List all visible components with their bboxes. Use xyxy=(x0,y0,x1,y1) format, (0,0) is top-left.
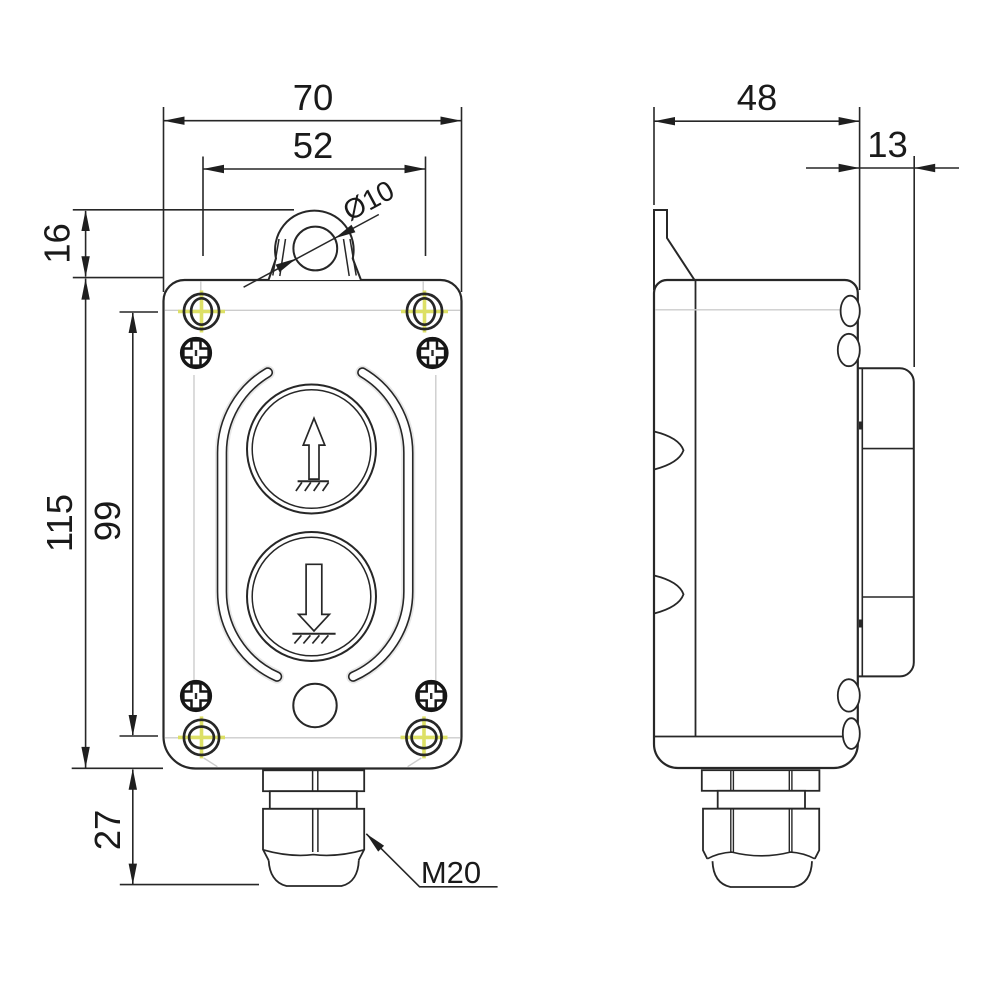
svg-text:99: 99 xyxy=(87,501,128,542)
svg-text:52: 52 xyxy=(293,125,334,166)
svg-text:16: 16 xyxy=(37,223,78,264)
svg-text:48: 48 xyxy=(737,77,778,118)
svg-text:115: 115 xyxy=(39,494,80,552)
svg-text:13: 13 xyxy=(867,124,908,165)
svg-text:M20: M20 xyxy=(421,855,481,890)
svg-text:70: 70 xyxy=(293,77,334,118)
svg-text:27: 27 xyxy=(87,810,128,851)
